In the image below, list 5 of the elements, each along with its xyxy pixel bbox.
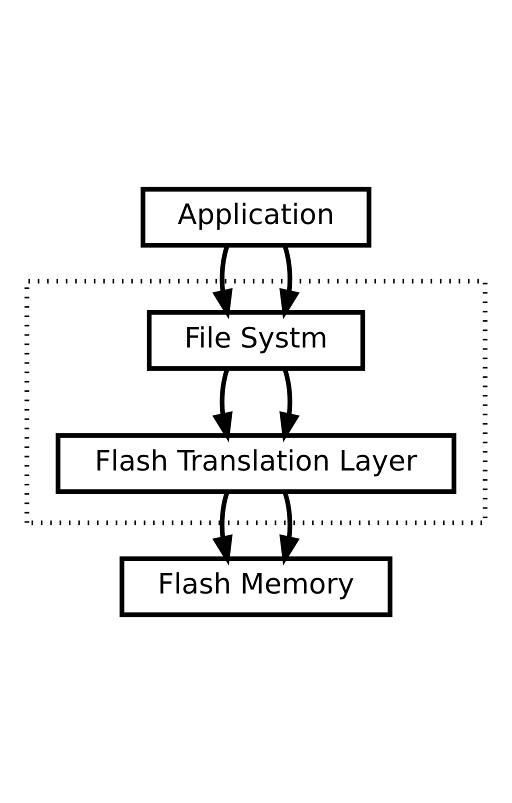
cluster [24, 278, 488, 525]
node-box: Flash Translation Layer [56, 432, 456, 494]
node-box: File Systm [146, 310, 366, 370]
node-box: Flash Memory [120, 556, 392, 617]
node-box: Application [140, 186, 372, 248]
